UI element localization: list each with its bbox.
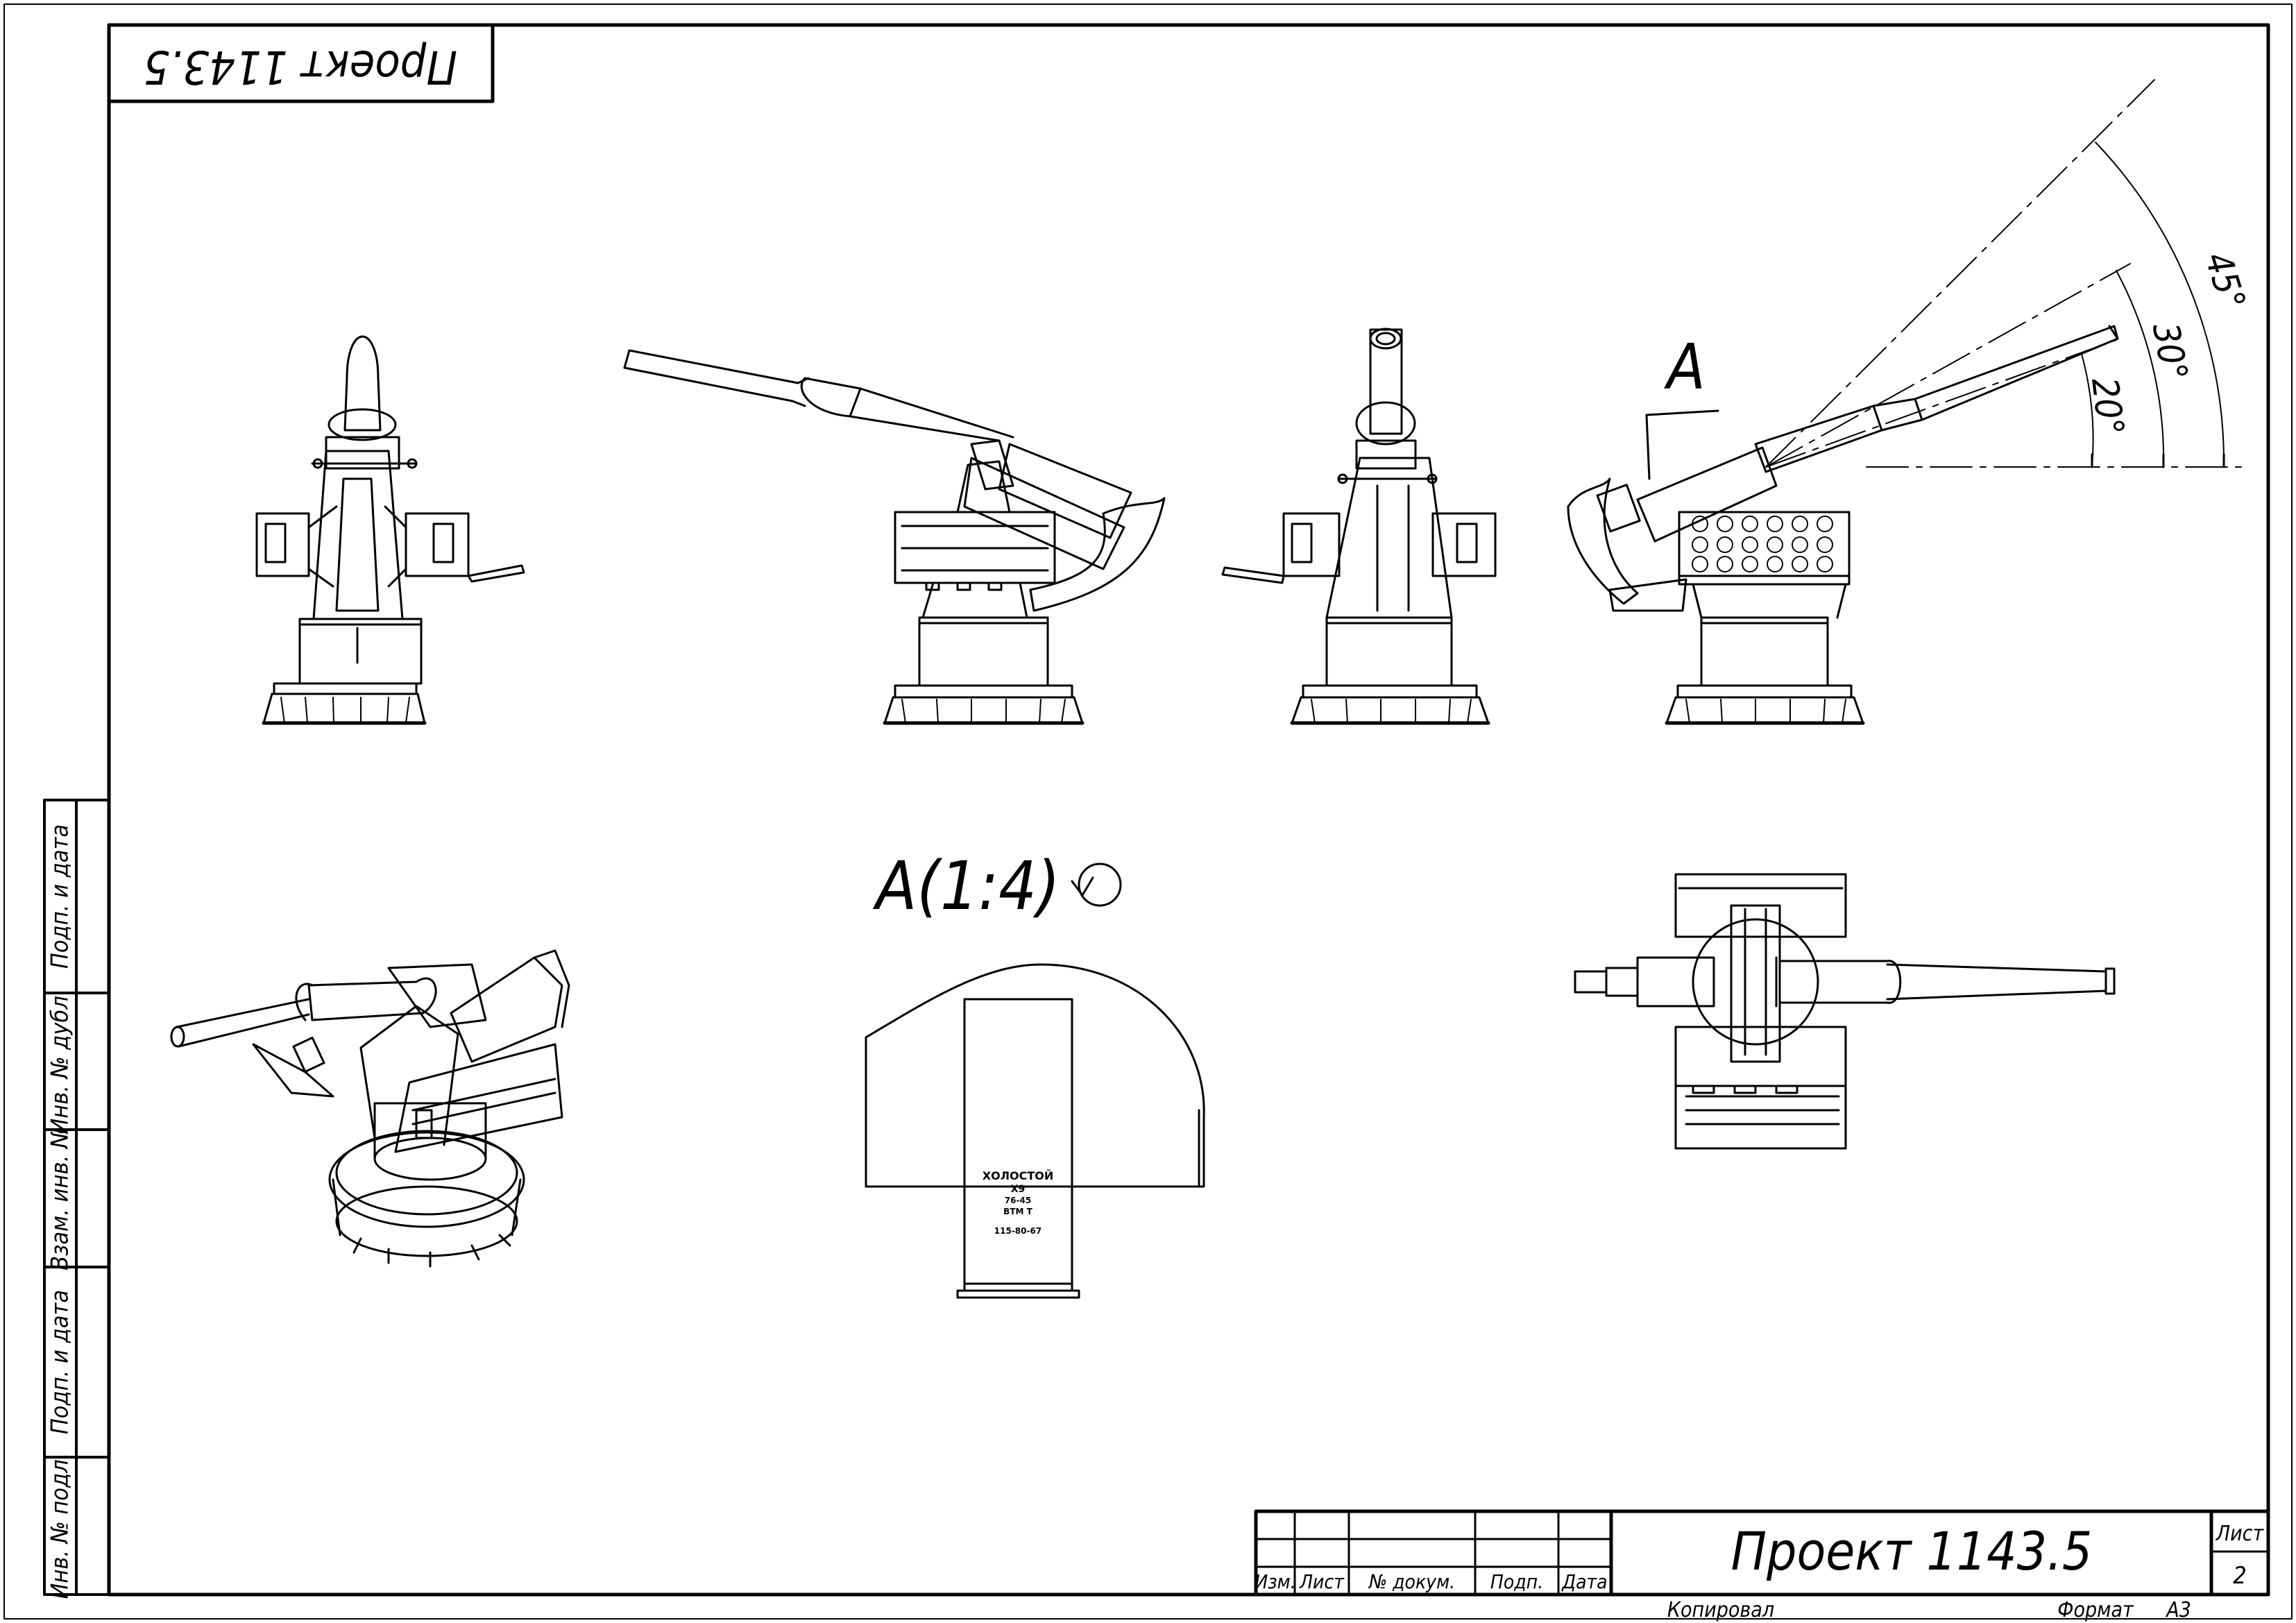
sheet-number: 2 [2233,1562,2246,1590]
section-marker-a: A [1663,331,1705,404]
col-izm: Изм. [1255,1570,1295,1593]
col-sign: Подп. [1490,1570,1543,1593]
sheet-frame [3,3,2293,1620]
marking-2: 76-45 [1005,1196,1031,1205]
format-label: Формат [2057,1598,2134,1622]
col-list: Лист [1299,1570,1345,1593]
title-block: Изм. Лист № докум. Подп. Дата Проект 114… [1254,1509,2270,1622]
detail-title: A(1:4) [872,847,1060,925]
angle-20: 20° [2083,375,2132,438]
marking-4: 115-80-67 [994,1226,1041,1236]
side-stamp-3: Подп. и дата [46,1290,74,1434]
line-20deg [1765,339,2117,468]
angle-45: 45° [2196,248,2253,315]
top-stamp-text: Проект 1143.5 [144,40,457,94]
detail-view-a: A(1:4) ХОЛОСТОЙ Х9 76-45 ВТМ Т 115-80-67 [865,847,1205,1299]
top-view-6 [1574,873,2116,1150]
isometric-view-5 [170,949,570,1268]
arc-45 [2095,142,2225,468]
line-30deg [1765,263,2131,468]
title-project: Проект 1143.5 [1731,1520,2093,1582]
col-doc: № докум. [1368,1570,1455,1593]
arc-30 [2116,270,2165,468]
ammo-rounds [1692,516,1833,572]
side-stamp-4: Инв. № подл. [46,1452,74,1599]
detail-arc [865,963,1205,1188]
angle-30: 30° [2144,320,2195,384]
format-value: A3 [2165,1598,2191,1622]
side-view-2 [623,349,1166,725]
side-stamp-0: Подп. и дата [46,824,74,969]
sheet-label: Лист [2216,1522,2265,1546]
marking-1: Х9 [1011,1184,1026,1195]
col-date: Дата [1561,1570,1607,1593]
rear-view-3 [1221,328,1497,725]
top-stamp: Проект 1143.5 [107,23,495,103]
side-stamp: Подп. и дата Инв. № дубл. Взам. инв. № П… [43,799,110,1599]
copied-label: Копировал [1667,1598,1774,1622]
side-stamp-2: Взам. инв. № [46,1126,74,1271]
cartridge-marking: ХОЛОСТОЙ Х9 76-45 ВТМ Т 115-80-67 [983,1169,1053,1236]
side-stamp-1: Инв. № дубл. [46,989,74,1134]
marking-3: ВТМ Т [1003,1207,1032,1216]
front-view-1 [255,335,525,725]
marking-0: ХОЛОСТОЙ [983,1169,1053,1182]
side-view-4: A 45° 30° 20° [1567,79,2253,725]
line-45deg [1765,79,2155,468]
